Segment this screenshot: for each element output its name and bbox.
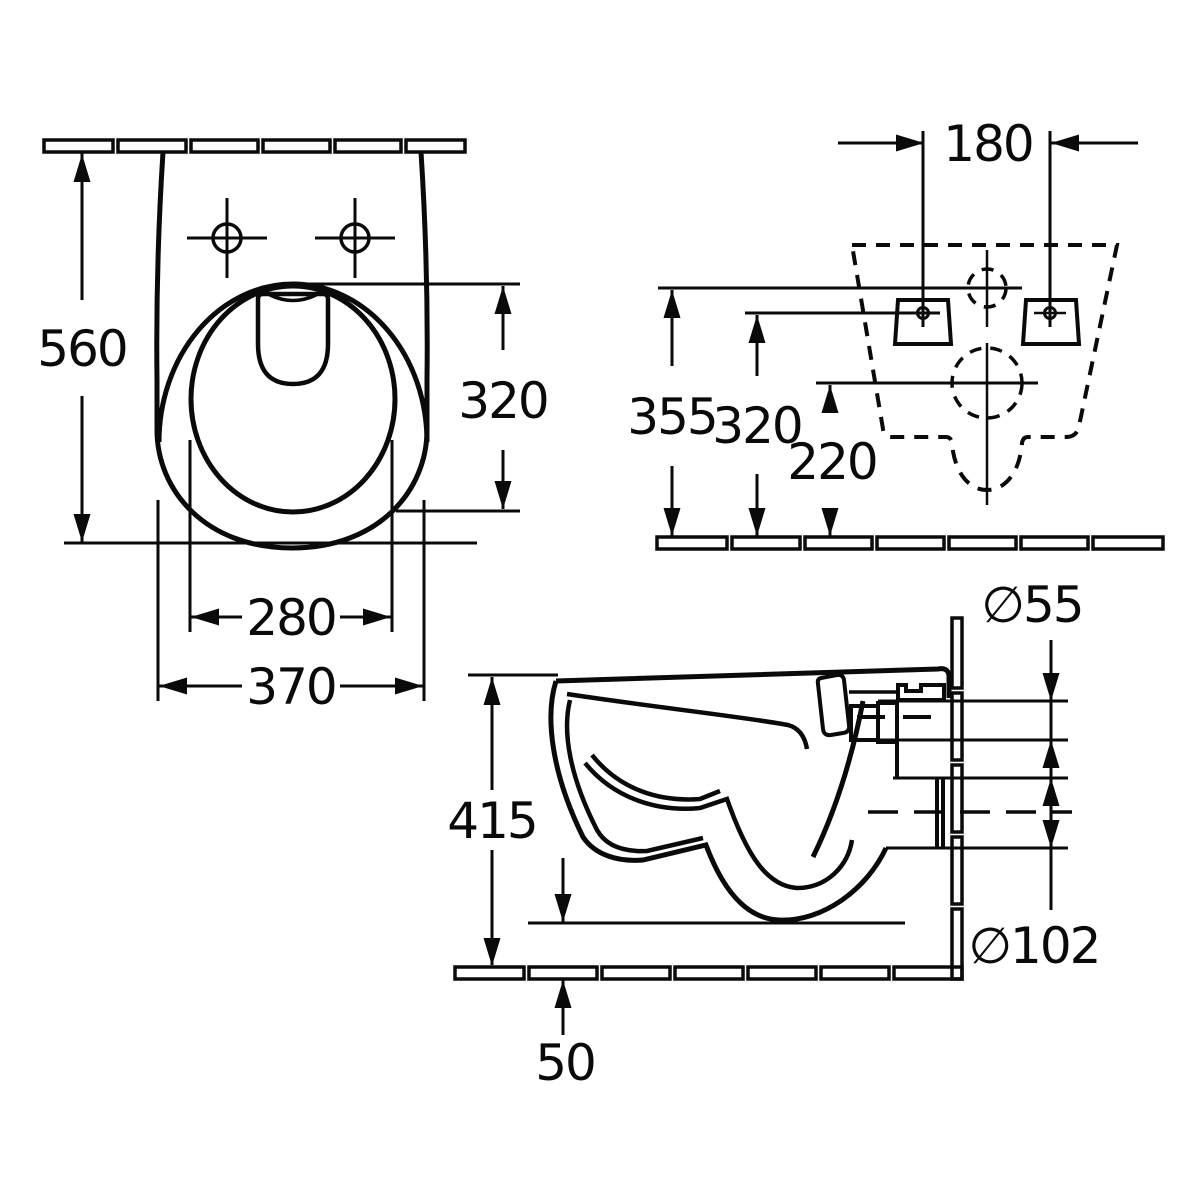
- side-back-bowl-curve: [810, 700, 866, 859]
- rear-floor-bar: [655, 535, 1165, 551]
- plan-wall-bar: [42, 138, 467, 154]
- side-rim-channel: [815, 672, 852, 738]
- side-front-wall-inner: [564, 699, 704, 854]
- side-bracket: [896, 683, 946, 702]
- plan-flush-inner-arc: [269, 293, 317, 303]
- dim-plan-bowl-length: [300, 282, 520, 513]
- dim-label-depth: 560: [37, 320, 126, 378]
- dim-label-outlet-dia: ∅102: [969, 917, 1100, 975]
- side-bowl-surface-b: [583, 761, 855, 891]
- dim-plan-width: [156, 500, 426, 701]
- plan-flush-distributor: [255, 291, 331, 387]
- dim-label-rim-height: 355: [627, 388, 716, 446]
- plan-view: [42, 138, 520, 701]
- side-floor-bar: [453, 965, 964, 981]
- dim-label-clearance: 50: [535, 1034, 595, 1092]
- side-body-front-bottom: [548, 680, 889, 923]
- rear-view: [655, 131, 1165, 551]
- side-inner-rim: [566, 691, 810, 750]
- plan-body-outline: [154, 151, 430, 551]
- plan-inner-bowl: [188, 283, 398, 515]
- dim-rear-rim-height: [658, 286, 1022, 536]
- dim-rear-hole-height: [745, 311, 940, 536]
- dim-rear-outlet-height: [816, 381, 1038, 536]
- side-inlet-spigot-b: [876, 701, 899, 744]
- side-bowl-surface-a: [590, 753, 721, 802]
- dim-label-inlet-dia: ∅55: [981, 576, 1082, 634]
- dim-side-clearance: [528, 858, 905, 1035]
- dim-label-height: 415: [447, 792, 536, 850]
- dim-label-outlet-height: 220: [787, 433, 876, 491]
- dim-label-width: 370: [246, 658, 335, 716]
- side-view: [453, 616, 1072, 1035]
- plan-fixing-hole-right: [315, 198, 395, 278]
- dim-label-hole-height: 320: [712, 397, 801, 455]
- dim-side-height: [468, 673, 558, 966]
- dim-plan-bowl-width: [188, 440, 394, 632]
- side-wall-bar: [950, 616, 964, 981]
- dim-side-diameters: [851, 640, 1068, 910]
- dim-label-bowl-width: 280: [246, 589, 335, 647]
- plan-fixing-hole-left: [187, 198, 267, 278]
- dim-rear-hole-spacing: [838, 131, 1138, 327]
- dim-label-bowl-length: 320: [458, 372, 547, 430]
- side-body-top-edge: [555, 666, 952, 698]
- dim-label-hole-spacing: 180: [943, 115, 1032, 173]
- dim-plan-depth: [64, 153, 477, 545]
